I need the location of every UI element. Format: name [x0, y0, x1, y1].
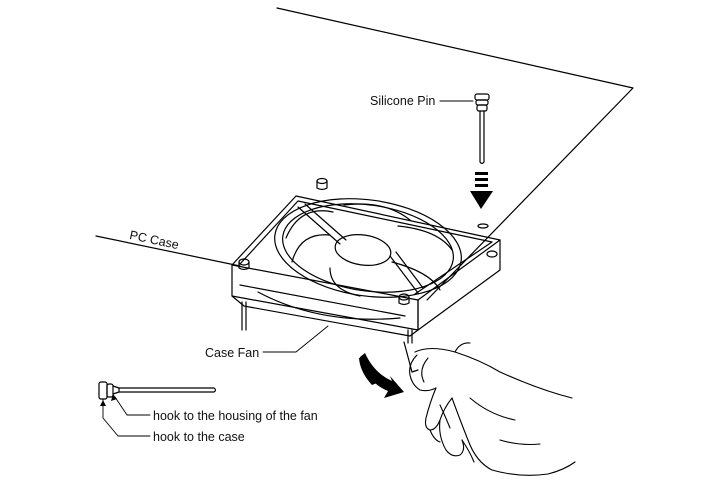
pull-arrow-icon: [359, 353, 404, 398]
loose-grommet-icon: [316, 177, 328, 191]
silicone-pin-detail-icon: [98, 381, 217, 437]
case-fan: [231, 195, 501, 373]
case-fan-label: Case Fan: [205, 346, 260, 360]
insert-arrow-icon: [470, 172, 493, 209]
case-hole: [477, 223, 489, 229]
hook-case-label: hook to the case: [153, 430, 245, 444]
hand-icon: [409, 342, 576, 476]
leader-lines: [262, 325, 329, 353]
hook-fan-label: hook to the housing of the fan: [153, 409, 318, 423]
silicone-pin-label: Silicone Pin: [370, 94, 436, 108]
silicone-pin-icon: [439, 93, 490, 165]
pc-case-panel: [95, 7, 634, 301]
